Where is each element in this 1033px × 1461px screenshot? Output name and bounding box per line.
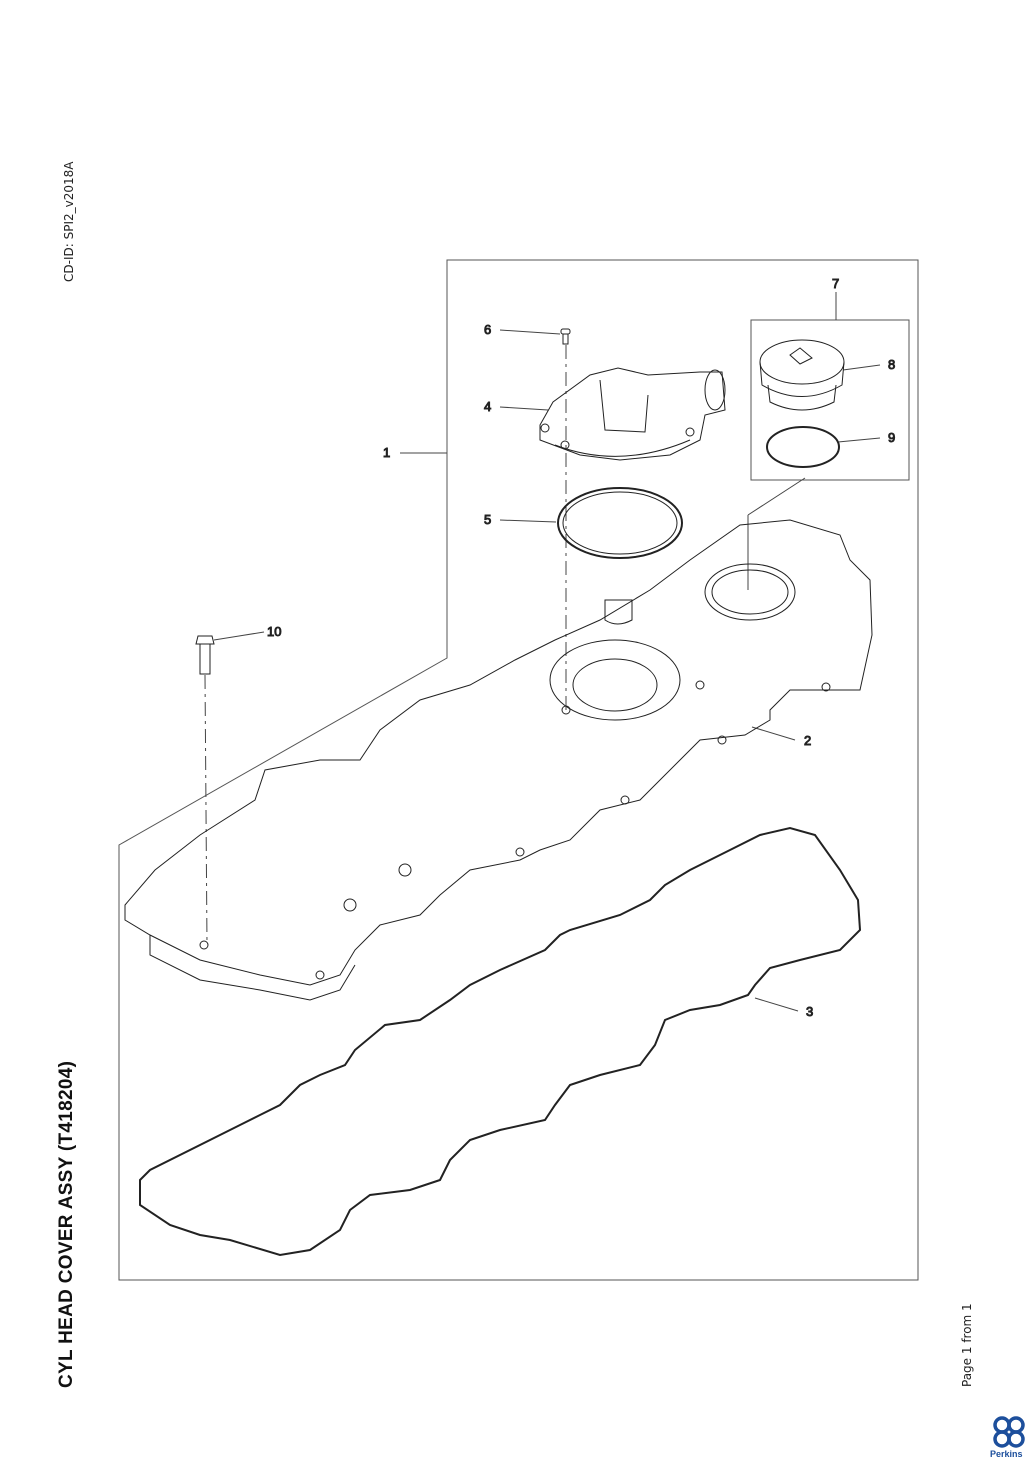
callout-6: 6	[484, 322, 491, 337]
callout-9: 9	[888, 430, 895, 445]
bolt-part-10	[195, 635, 215, 675]
callout-3: 3	[806, 1004, 813, 1019]
perkins-logo-icon	[993, 1416, 1025, 1448]
gasket-part-3	[139, 826, 862, 1257]
subassembly-frame-7	[750, 319, 910, 481]
leader-lines	[204, 292, 881, 1012]
oil-filler-cap-part-8	[759, 339, 845, 411]
seal-part-9	[766, 426, 840, 468]
callout-1: 1	[383, 445, 390, 460]
callout-10: 10	[267, 624, 281, 639]
screw-part-6	[560, 328, 571, 345]
perkins-logo-text: Perkins	[990, 1449, 1023, 1459]
o-ring-part-5	[557, 487, 683, 559]
assembly-frame	[118, 259, 919, 1281]
callout-2: 2	[804, 733, 811, 748]
callout-8: 8	[888, 357, 895, 372]
callout-7: 7	[832, 276, 839, 291]
breather-part-4	[539, 367, 726, 461]
rocker-cover-part-2	[124, 519, 873, 1001]
callout-5: 5	[484, 512, 491, 527]
callout-4: 4	[484, 399, 491, 414]
